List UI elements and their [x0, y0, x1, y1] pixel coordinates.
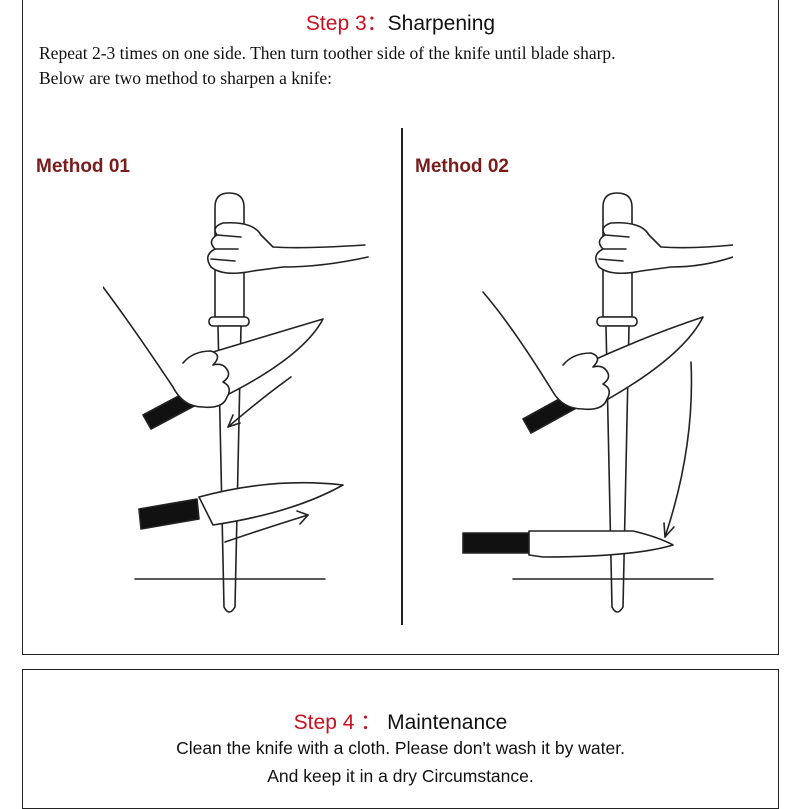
- lower-knife-blade: [528, 530, 674, 558]
- method2-illustration: [462, 192, 733, 613]
- step4-line1: Clean the knife with a cloth. Please don…: [176, 738, 625, 758]
- rod-guard: [596, 316, 638, 327]
- top-hand: [595, 221, 733, 275]
- step3-title: Step 3：Sharpening: [23, 7, 778, 37]
- step4-number: Step 4 ：: [293, 711, 382, 734]
- method1-illustration: [103, 192, 369, 613]
- upper-knife-blade: [582, 316, 704, 403]
- upper-hand: [103, 286, 231, 409]
- down-arrow: [227, 376, 292, 428]
- upper-knife-blade: [202, 318, 324, 398]
- step3-name: Sharpening: [387, 12, 496, 35]
- step4-panel: Step 4 ： Maintenance Clean the knife wit…: [22, 669, 779, 809]
- down-arrow: [664, 361, 693, 538]
- step4-name: Maintenance: [387, 711, 508, 734]
- method1-label: Method 01: [36, 156, 130, 177]
- method2-label: Method 02: [415, 156, 509, 177]
- step3-number: Step 3：: [305, 12, 388, 35]
- upper-hand: [482, 291, 611, 411]
- rod-guard: [208, 316, 250, 327]
- lower-knife-handle: [138, 498, 200, 530]
- step3-panel: Step 3：Sharpening Repeat 2-3 times on on…: [22, 0, 779, 655]
- top-hand: [207, 221, 369, 275]
- lower-knife-blade: [198, 481, 344, 526]
- method-divider: [401, 128, 403, 625]
- step3-intro-line1: Repeat 2-3 times on one side. Then turn …: [39, 43, 616, 63]
- side-arrow: [224, 514, 309, 543]
- lower-knife-handle: [462, 532, 530, 554]
- step3-intro-line2: Below are two method to sharpen a knife:: [39, 68, 333, 88]
- step4-title: Step 4 ： Maintenance: [23, 706, 778, 736]
- step4-line2: And keep it in a dry Circumstance.: [267, 766, 534, 786]
